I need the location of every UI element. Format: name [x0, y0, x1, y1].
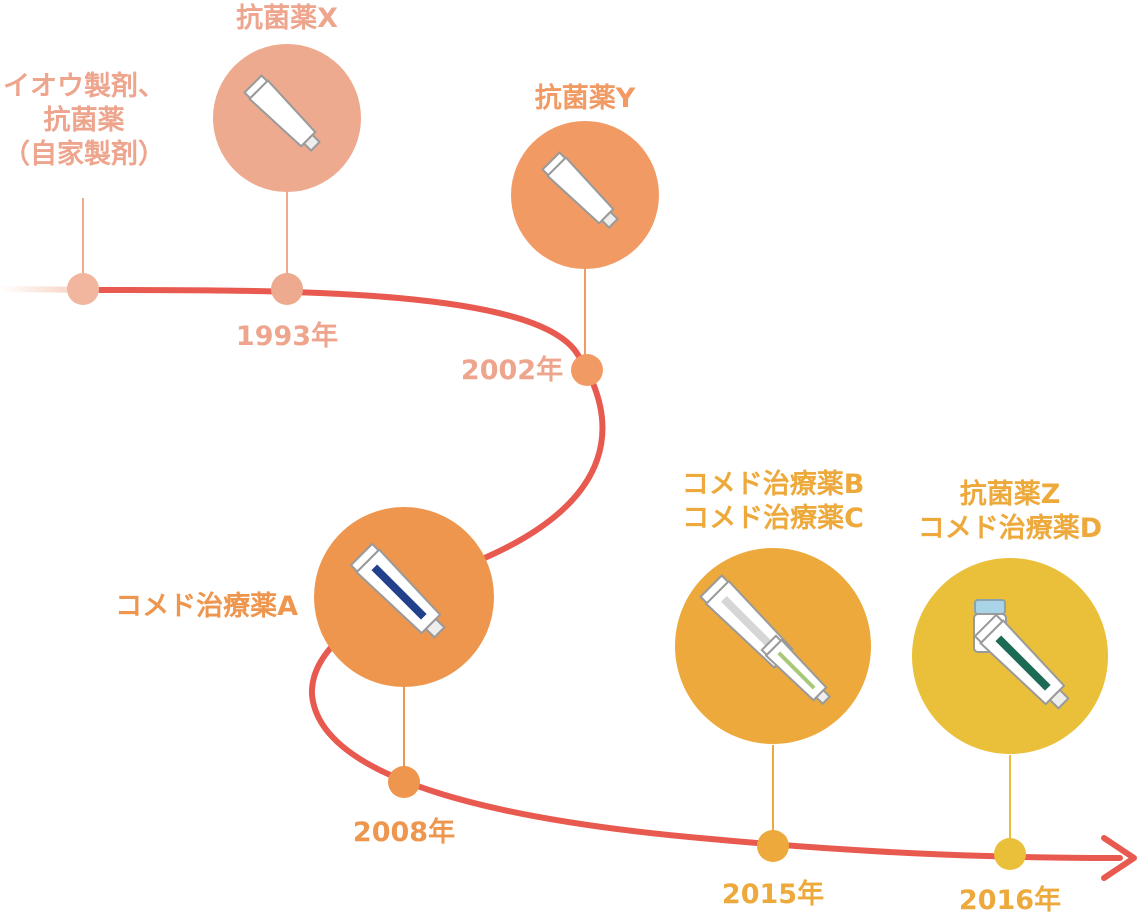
event-label-line: 抗菌薬 — [43, 105, 125, 136]
event-label-line: コメド治療薬B — [681, 469, 865, 500]
timeline-dot-2015 — [757, 830, 789, 862]
event-label-line: 抗菌薬Y — [534, 83, 636, 114]
event-label-2008: コメド治療薬A — [100, 590, 298, 624]
event-label-2002: 抗菌薬Y — [535, 82, 636, 116]
green-stripe-tube-icon — [973, 613, 1070, 710]
timeline-dot-1993 — [271, 273, 303, 305]
timeline-dot-e0 — [67, 273, 99, 305]
timeline-dot-2008 — [388, 766, 420, 798]
white-tube-icon — [541, 151, 619, 229]
green-stripe-tube-icon — [760, 634, 832, 706]
event-label-2015: コメド治療薬B コメド治療薬C — [682, 468, 865, 536]
event-label-line: コメド治療薬C — [682, 503, 864, 534]
year-label-2015: 2015年 — [721, 879, 825, 910]
event-label-e0: イオウ製剤、 抗菌薬 （自家製剤） — [3, 70, 165, 172]
year-label-2008: 2008年 — [352, 817, 456, 848]
event-label-line: イオウ製剤、 — [3, 71, 165, 102]
timeline-arrowhead — [1101, 835, 1137, 881]
event-label-line: コメド治療薬A — [115, 591, 298, 622]
year-label-2016: 2016年 — [958, 885, 1062, 916]
event-label-2016: 抗菌薬Z コメド治療薬D — [918, 478, 1102, 546]
event-label-line: （自家製剤） — [3, 139, 165, 170]
blue-stripe-tube-icon — [349, 542, 446, 639]
event-label-1993: 抗菌薬X — [236, 2, 338, 36]
event-label-line: 抗菌薬X — [236, 3, 338, 34]
event-label-line: コメド治療薬D — [917, 513, 1103, 544]
white-tube-icon — [243, 74, 321, 152]
event-label-line: 抗菌薬Z — [959, 479, 1061, 510]
year-label-1993: 1993年 — [235, 321, 339, 352]
timeline-dot-2002 — [571, 354, 603, 386]
year-label-2002: 2002年 — [460, 355, 564, 386]
timeline-dot-2016 — [994, 838, 1026, 870]
